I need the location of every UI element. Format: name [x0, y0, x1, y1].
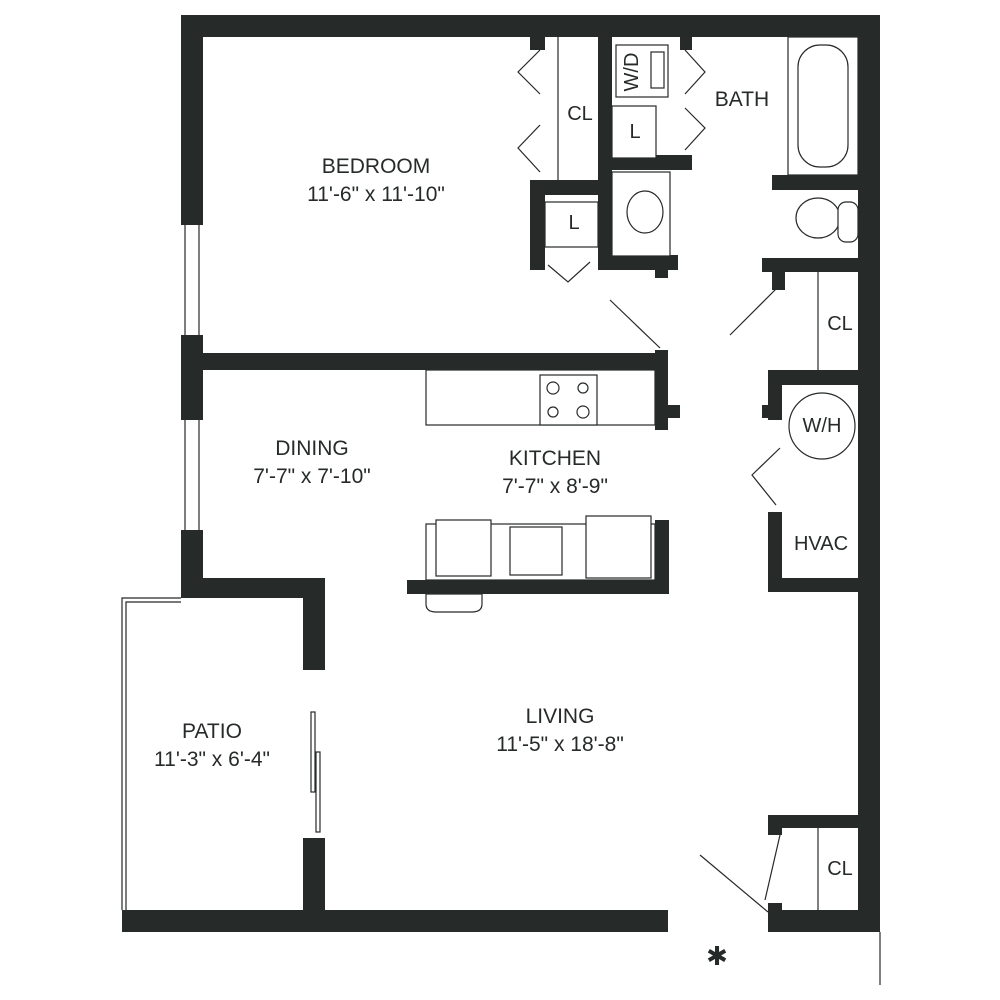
linen-hall-label: L — [568, 212, 580, 234]
closet-entry-label: CL — [827, 858, 853, 880]
room-patio: PATIO 11'-3" x 6'-4" — [154, 718, 270, 774]
bath-name: BATH — [714, 88, 770, 111]
dining-size: 7'-7" x 7'-10" — [253, 465, 371, 488]
water-heater-label: W/H — [802, 415, 842, 437]
windows — [184, 225, 200, 530]
walls — [122, 15, 880, 932]
patio-outline — [121, 597, 881, 985]
kitchen-size: 7'-7" x 8'-9" — [502, 475, 608, 498]
closet-hall-label: CL — [827, 313, 853, 335]
patio-size: 11'-3" x 6'-4" — [154, 748, 270, 771]
hvac-label: HVAC — [793, 533, 849, 555]
room-bedroom: BEDROOM 11'-6" x 11'-10" — [307, 153, 445, 209]
fixtures — [425, 36, 859, 910]
sliding-door — [310, 711, 321, 833]
linen-bath-label: L — [629, 121, 641, 143]
bedroom-name: BEDROOM — [321, 155, 431, 178]
room-dining: DINING 7'-7" x 7'-10" — [253, 435, 370, 491]
room-kitchen: KITCHEN 7'-7" x 8'-9" — [502, 445, 608, 501]
patio-name: PATIO — [182, 720, 242, 743]
living-size: 11'-5" x 18'-8" — [496, 733, 624, 756]
living-name: LIVING — [525, 705, 595, 728]
washer-dryer-label: W/D — [621, 52, 643, 92]
kitchen-name: KITCHEN — [508, 447, 602, 470]
closet-bedroom-label: CL — [567, 103, 593, 125]
dining-name: DINING — [275, 437, 349, 460]
entry-marker-icon: ✱ — [706, 941, 728, 971]
room-living: LIVING 11'-5" x 18'-8" — [496, 703, 624, 759]
doors — [517, 49, 781, 913]
bedroom-size: 11'-6" x 11'-10" — [307, 183, 445, 206]
